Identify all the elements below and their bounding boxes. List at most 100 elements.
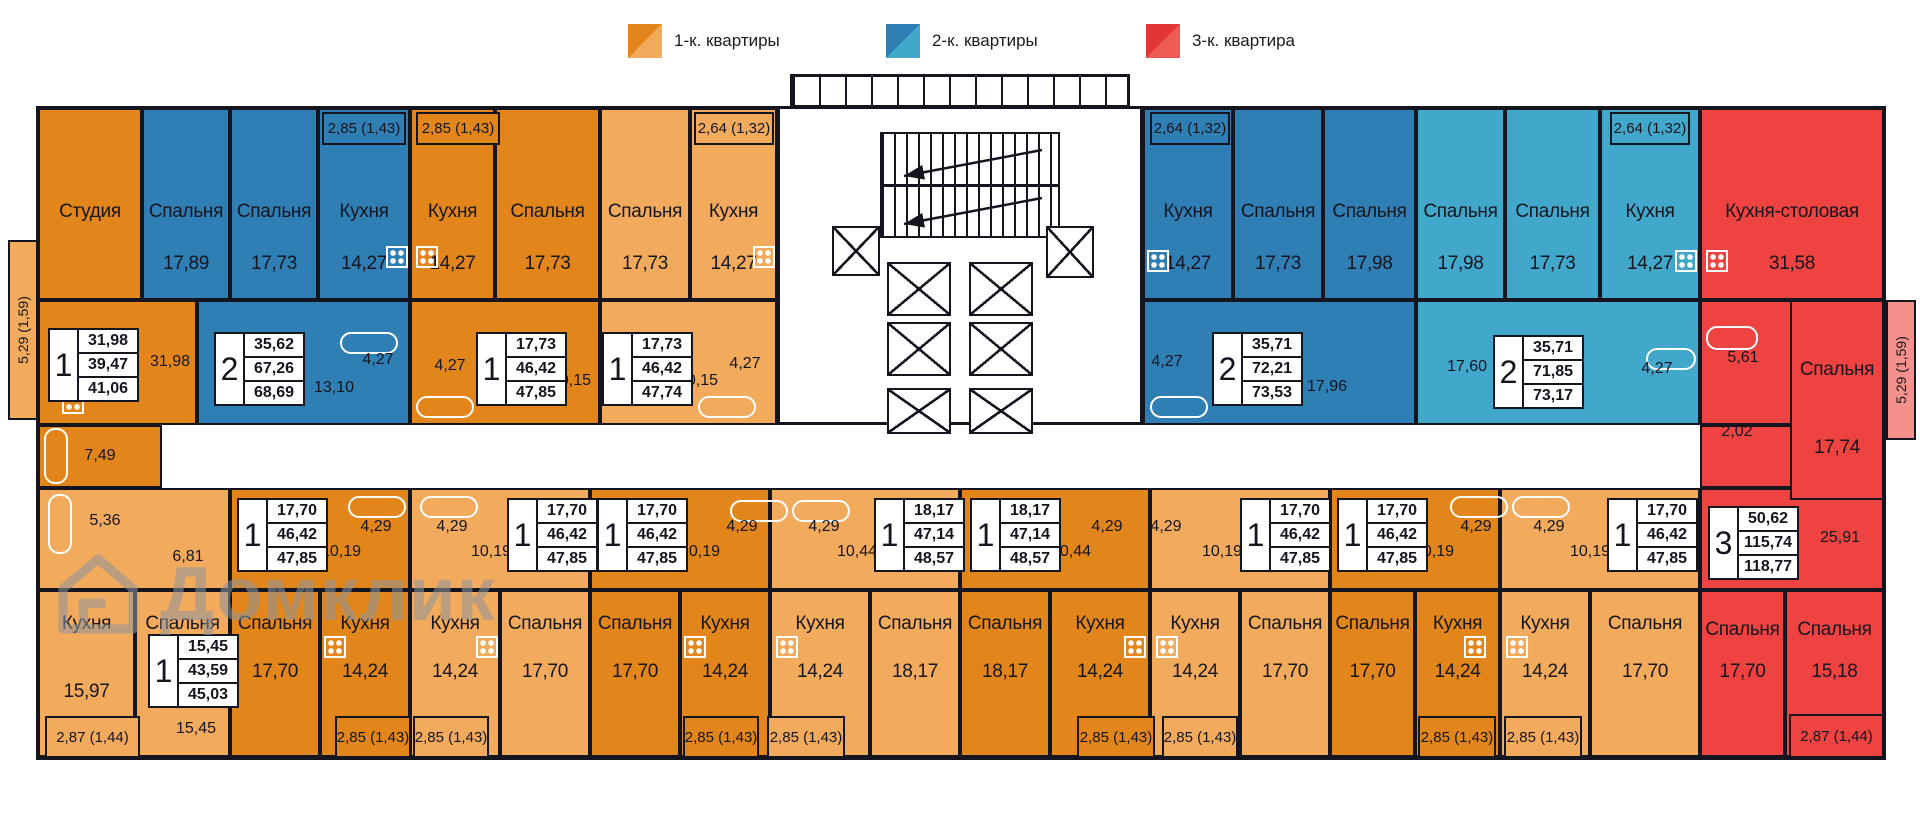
room-area: 17,98: [1437, 253, 1484, 274]
room-area: 17,70: [1719, 661, 1766, 682]
balcony: 2,85 (1,43): [322, 112, 406, 145]
balcony: 5,29 (1,59): [1886, 300, 1916, 440]
legend-1room-label: 1-к. квартиры: [674, 31, 780, 50]
apt5-bedroom-2[interactable]: Спальня 17,98: [1323, 108, 1416, 300]
stove-icon: [1506, 636, 1528, 658]
room-label: Спальня: [597, 613, 673, 634]
area-value: 48,57: [905, 546, 963, 570]
area-note: 17,60: [1446, 358, 1488, 375]
balcony-area: 5,29 (1,59): [15, 296, 31, 364]
area-value: 18,17: [1009, 502, 1051, 519]
apartment-rooms-count: 1: [478, 334, 507, 404]
room-area: 14,24: [701, 661, 749, 682]
balcony-area: 2,85 (1,43): [1079, 728, 1153, 746]
apartment-rooms-count: 2: [1214, 334, 1243, 404]
area-value: 45,03: [179, 682, 237, 706]
room-label: Кухня: [1520, 613, 1570, 634]
room-area: 17,70: [251, 661, 299, 682]
room-area: 17,74: [1813, 437, 1861, 458]
area-value: 68,69: [245, 380, 303, 404]
area-note: 2,02: [1721, 423, 1753, 440]
area-value: 46,42: [1271, 522, 1329, 546]
area-value: 73,17: [1524, 383, 1582, 407]
bathtub-icon: [44, 428, 68, 484]
balcony: 2,85 (1,43): [1162, 716, 1238, 758]
balcony-area: 2,85 (1,43): [684, 728, 758, 746]
apartment-rooms-count: 1: [1609, 500, 1638, 570]
balcony-area: 2,87 (1,44): [56, 728, 129, 746]
elevator-shaft-icon: [969, 322, 1033, 376]
area-note: 4,27: [1641, 360, 1673, 377]
balcony-area: 2,85 (1,43): [336, 728, 410, 746]
room-label: Спальня: [1335, 613, 1410, 634]
legend-3room: 3-к. квартира: [1146, 24, 1295, 58]
room-area: 14,24: [1434, 661, 1481, 682]
area-value: 46,42: [1368, 522, 1426, 546]
room-label: Спальня: [1332, 201, 1407, 222]
stove-icon: [1156, 636, 1178, 658]
room-area: 14,24: [796, 661, 844, 682]
area-note: 4,27: [1151, 353, 1183, 370]
area-note: 5,36: [89, 512, 121, 529]
area-note: 10,19: [679, 543, 721, 560]
room-label: Спальня: [967, 613, 1043, 634]
room-label: Кухня: [700, 613, 750, 634]
room-label: Спальня: [148, 201, 224, 222]
room-area: 14,27: [1164, 253, 1212, 274]
area-value: 46,42: [507, 356, 565, 380]
area-note: 6,81: [172, 548, 204, 565]
bathtub-icon: [1450, 496, 1508, 518]
room-studio[interactable]: Студия: [38, 108, 142, 300]
apartment-rooms-count: 1: [239, 500, 268, 570]
room-area: 17,98: [1346, 253, 1393, 274]
balcony: 2,64 (1,32): [1610, 112, 1690, 145]
area-note: 4,29: [1150, 518, 1182, 535]
area-value: 115,74: [1739, 530, 1797, 554]
room-label: Кухня: [1163, 201, 1213, 222]
area-value: 17,70: [1279, 502, 1321, 519]
stove-icon: [1124, 636, 1146, 658]
room-label: Кухня: [61, 613, 112, 634]
room-label: Спальня: [1515, 201, 1590, 222]
area-value: 47,14: [905, 522, 963, 546]
stove-icon: [776, 636, 798, 658]
balcony-area: 2,64 (1,32): [1613, 120, 1687, 137]
